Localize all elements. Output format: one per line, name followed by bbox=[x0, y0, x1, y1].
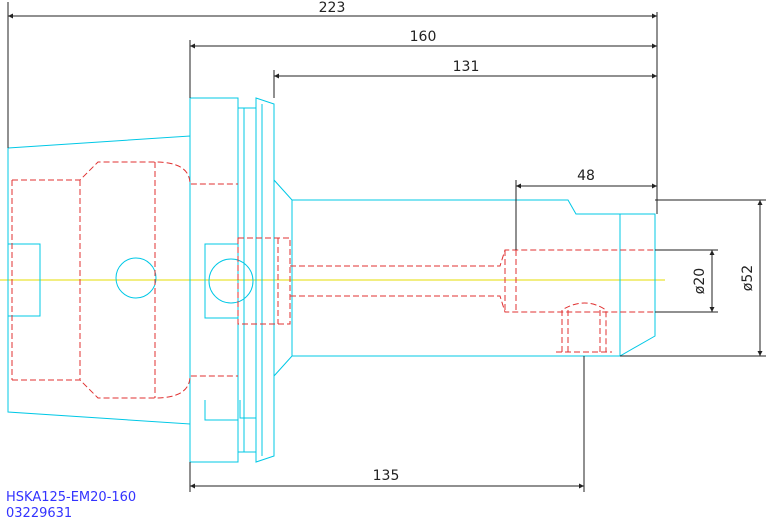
part-name: HSKA125-EM20-160 bbox=[6, 490, 137, 505]
dim-outer-diameter: ø52 bbox=[740, 265, 756, 291]
hidden-lines bbox=[11, 161, 655, 399]
dim-screw-position: 135 bbox=[373, 468, 400, 484]
part-number: 03229631 bbox=[6, 506, 73, 521]
dim-bore-diameter: ø20 bbox=[692, 268, 708, 294]
dimension-lines bbox=[8, 13, 763, 489]
tool-outline bbox=[7, 97, 656, 463]
dim-body-length: 160 bbox=[410, 29, 437, 45]
dim-overall-length: 223 bbox=[319, 0, 346, 16]
dim-bore-depth: 48 bbox=[577, 168, 595, 184]
dim-shank-length: 131 bbox=[453, 59, 480, 75]
